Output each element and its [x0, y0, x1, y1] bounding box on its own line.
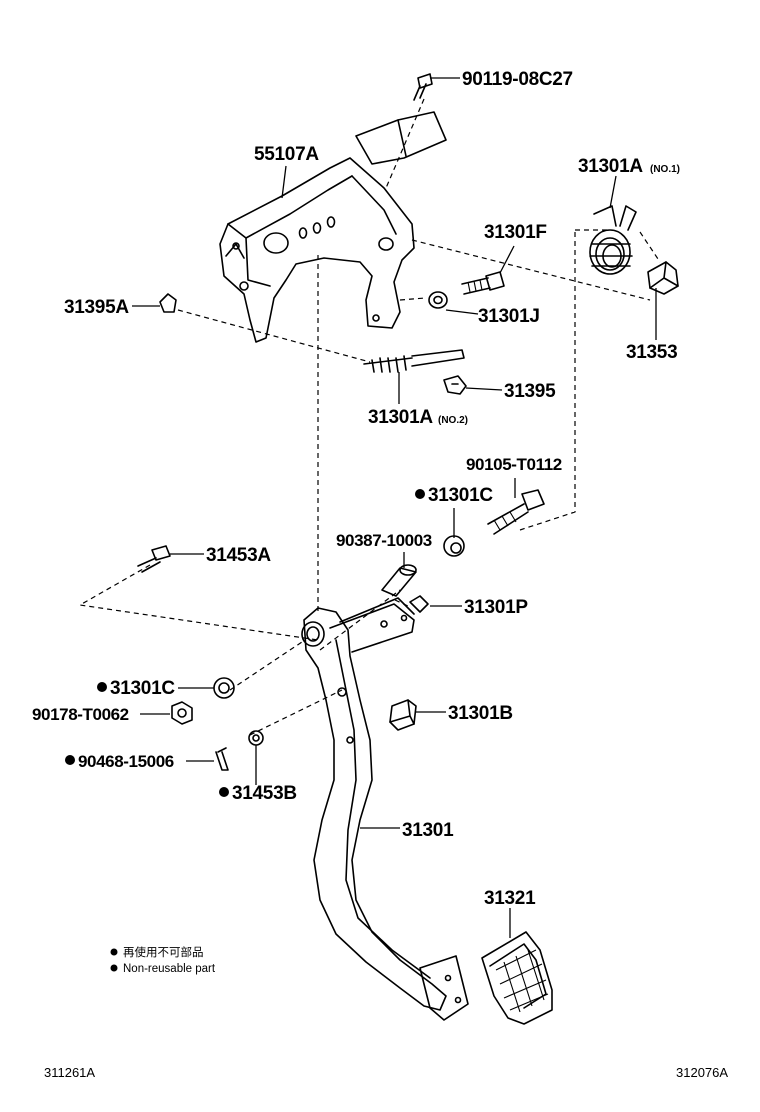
label-31301P: 31301P: [464, 597, 528, 618]
label-90387-10003: 90387-10003: [336, 531, 432, 550]
part-31353-bushing: [647, 261, 679, 295]
footer-left-code: 311261A: [44, 1065, 95, 1080]
part-31301C-top-collar: [443, 535, 465, 557]
footer: 311261A 312076A: [44, 1065, 728, 1080]
part-31453A-bolt: [137, 545, 171, 573]
label-31453B: 31453B: [232, 783, 297, 804]
label-90119-08C27: 90119-08C27: [462, 69, 573, 90]
part-stop-block: [355, 111, 447, 165]
label-90178-T0062: 90178-T0062: [32, 705, 129, 724]
non-reusable-dot: [97, 682, 107, 692]
part-90387-pin: [381, 564, 417, 597]
label-31301C-top: 31301C: [428, 485, 493, 506]
part-31321-pedal-pad: [481, 931, 553, 1025]
legend-dot-icon: [110, 964, 118, 972]
part-31301A-no1-spring: [589, 205, 637, 275]
part-31395-clip: [443, 375, 467, 395]
part-31301P-clip: [409, 595, 429, 613]
legend-dot-icon: [110, 948, 118, 956]
label-55107A: 55107A: [254, 144, 319, 165]
label-31321: 31321: [484, 888, 536, 909]
label-31453A: 31453A: [206, 545, 271, 566]
footer-right-code: 312076A: [676, 1065, 728, 1080]
part-31453B-collar: [248, 730, 264, 746]
label-31301B: 31301B: [448, 703, 513, 724]
label-31395: 31395: [504, 381, 556, 402]
label-90468-15006: 90468-15006: [78, 752, 174, 771]
part-31301B-stopper: [389, 699, 417, 731]
label-31301A-no1: 31301A: [578, 156, 643, 177]
non-reusable-dot: [415, 489, 425, 499]
part-90178-nut: [171, 701, 193, 725]
part-90105-bolt: [487, 489, 545, 535]
label-31301F: 31301F: [484, 222, 547, 243]
part-31301-pedal-arm: [301, 597, 469, 1021]
label-31301J: 31301J: [478, 306, 540, 327]
part-31301F-pin: [461, 271, 505, 295]
label-90105-T0112: 90105-T0112: [466, 455, 562, 474]
label-31301: 31301: [402, 820, 454, 841]
legend: 再使用不可部品 Non-reusable part: [110, 945, 216, 975]
label-31353: 31353: [626, 342, 677, 363]
part-labels: 90119-08C27 55107A 31301A (NO.1) 31301F …: [32, 69, 680, 909]
non-reusable-dot: [65, 755, 75, 765]
part-31395A-clip: [159, 293, 177, 313]
label-31395A: 31395A: [64, 297, 129, 318]
part-31301C-bottom-collar: [213, 677, 235, 699]
legend-line-english: Non-reusable part: [123, 963, 216, 975]
assembly-dashed-lines: [78, 98, 661, 736]
leader-lines: [132, 77, 657, 938]
label-31301A-no2: 31301A: [368, 407, 433, 428]
non-reusable-dot: [219, 787, 229, 797]
label-31301C-bottom: 31301C: [110, 678, 175, 699]
part-90119-bolt: [413, 73, 433, 101]
part-31301A-no2-spring: [363, 349, 465, 373]
label-31301A-no1-sub: (NO.1): [650, 164, 680, 175]
label-31301A-no2-sub: (NO.2): [438, 415, 468, 426]
part-55107A-bracket: [219, 157, 415, 343]
part-90468-clip: [215, 747, 229, 771]
part-31301J-collar: [428, 291, 448, 309]
legend-line-japanese: 再使用不可部品: [123, 945, 204, 959]
